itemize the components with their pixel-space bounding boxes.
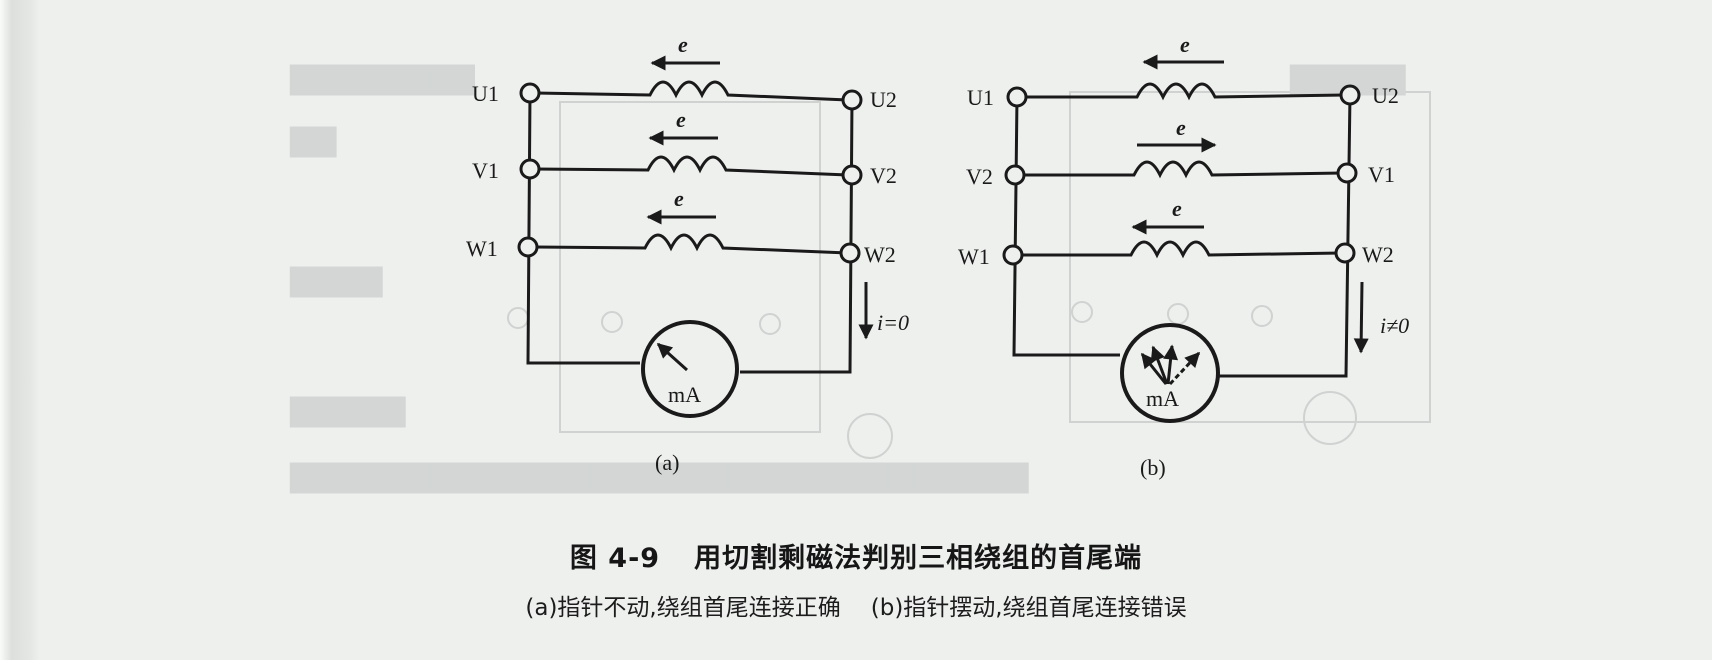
figure-number: 图 4-9 <box>569 543 661 574</box>
figure-caption: 图 4-9 用切割剩磁法判别三相绕组的首尾端 <box>0 536 1712 575</box>
terminal-label: V1 <box>1368 162 1395 187</box>
svg-text:▇▇▇▇: ▇▇▇▇ <box>289 263 383 298</box>
svg-text:▇▇▇▇▇▇▇▇▇▇▇▇▇▇▇▇▇▇▇▇▇▇▇▇▇▇▇▇▇▇: ▇▇▇▇▇▇▇▇▇▇▇▇▇▇▇▇▇▇▇▇▇▇▇▇▇▇▇▇▇▇▇▇ <box>289 459 1029 494</box>
terminal-label: V1 <box>472 158 499 183</box>
diagram-a <box>526 55 874 418</box>
svg-text:▇▇▇▇▇▇▇▇: ▇▇▇▇▇▇▇▇ <box>289 61 475 96</box>
subcaption-b: (b)指针摆动,绕组首尾连接错误 <box>870 595 1187 621</box>
emf-label: e <box>676 107 686 132</box>
terminals-a <box>517 82 863 264</box>
current-label: i=0 <box>877 310 909 335</box>
terminal-label: V2 <box>966 164 993 189</box>
figure-title: 用切割剩磁法判别三相绕组的首尾端 <box>694 543 1143 574</box>
emf-label: e <box>678 32 688 57</box>
milliammeter-label: mA <box>1146 386 1179 411</box>
terminal-label: V2 <box>870 163 897 188</box>
subcaption-a: (a)指针不动,绕组首尾连接正确 <box>525 595 841 621</box>
emf-label: e <box>1180 32 1190 57</box>
page-binding-edge <box>0 0 40 660</box>
subfigure-label-b: (b) <box>1140 455 1166 480</box>
terminal-label: U2 <box>1372 83 1399 108</box>
subfigure-label-a: (a) <box>655 450 679 475</box>
emf-label: e <box>674 186 684 211</box>
emf-label: e <box>1176 115 1186 140</box>
emf-label: e <box>1172 196 1182 221</box>
milliammeter-label: mA <box>668 382 701 407</box>
terminal-label: W1 <box>958 244 990 269</box>
terminal-label: U2 <box>870 87 897 112</box>
terminal-label: W1 <box>466 236 498 261</box>
terminals-b <box>1002 84 1361 266</box>
terminal-label: U1 <box>472 81 499 106</box>
terminal-label: U1 <box>967 85 994 110</box>
svg-text:▇▇: ▇▇ <box>289 123 337 158</box>
current-label: i≠0 <box>1380 313 1409 338</box>
terminal-label: W2 <box>864 242 896 267</box>
figure-subcaptions: (a)指针不动,绕组首尾连接正确 (b)指针摆动,绕组首尾连接错误 <box>0 588 1712 622</box>
terminal-label: W2 <box>1362 242 1394 267</box>
diagram-b <box>1012 54 1369 423</box>
svg-text:▇▇▇▇▇: ▇▇▇▇▇ <box>289 393 406 428</box>
